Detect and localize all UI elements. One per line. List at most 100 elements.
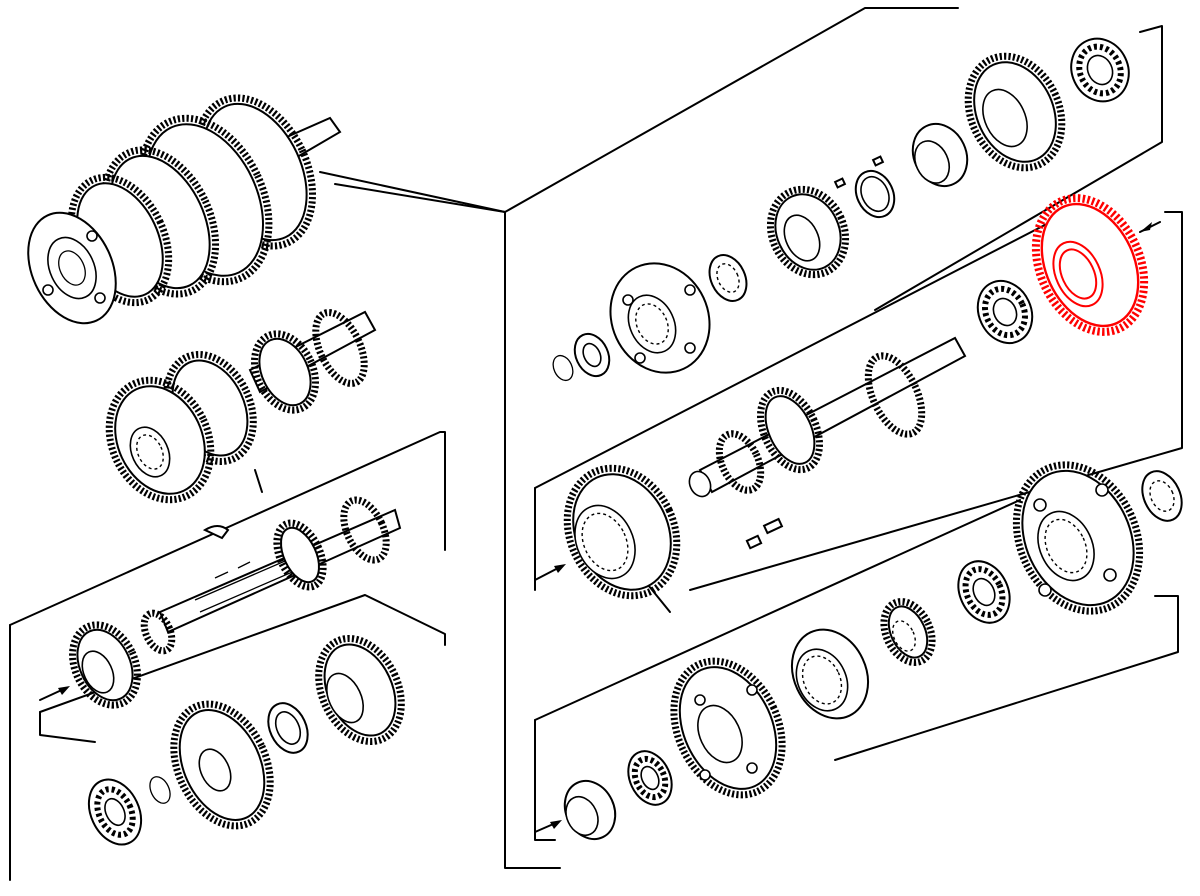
splined-washer-upper	[708, 254, 748, 302]
leader-line-assembly-2	[334, 183, 506, 213]
main-shaft-end	[688, 470, 712, 498]
flange-hole-1	[622, 294, 634, 306]
highlighted-gear[interactable]	[1015, 180, 1165, 349]
arrow-head-4	[550, 820, 562, 829]
gear-lower-mid-bore	[697, 704, 743, 764]
shift-collar-spline	[801, 655, 843, 705]
gear-lower-hole-2	[1095, 483, 1109, 497]
bushing-upper-bore	[913, 140, 951, 184]
arrow-head-2	[554, 564, 566, 573]
flange-hole-4	[684, 342, 696, 354]
circlip-upper	[552, 354, 574, 382]
countershaft-bore	[129, 426, 171, 478]
gear-lower-mid-hole-1	[694, 694, 706, 706]
right-middle-row	[563, 180, 1165, 600]
circlip-left	[149, 776, 171, 804]
gear-upper-right-bore	[982, 88, 1028, 148]
needle-bearing-middle-bore	[992, 297, 1018, 327]
synchronizer-bore	[574, 504, 636, 580]
countershaft-assembly	[105, 309, 377, 504]
gear-small-left-bore	[81, 650, 115, 694]
assembled-transmission	[27, 94, 342, 325]
shift-collar-bore	[795, 648, 849, 712]
assembly-gear-1-teeth	[193, 94, 317, 250]
arrow-head-3	[58, 686, 70, 695]
spacer-ring-bore	[274, 711, 302, 745]
main-shaft-body	[698, 336, 967, 494]
frame-top-edge	[504, 7, 959, 213]
detent-pin	[745, 534, 763, 550]
assembly-gear-4-teeth	[67, 173, 173, 307]
frame-middle-top-edge	[534, 211, 1071, 489]
output-shaft-body	[158, 508, 402, 634]
gear-lower-mid-hole-2	[746, 684, 758, 696]
synchronizer-spline	[581, 512, 629, 572]
gear-large-left-teeth	[170, 700, 274, 830]
flange-hub-bore	[627, 294, 677, 354]
main-shaft-small-spline	[715, 430, 765, 494]
arrow-head-1	[1140, 222, 1152, 232]
sleeve-gear-teeth	[880, 598, 936, 666]
gear-lower-right-spline	[1044, 518, 1088, 574]
gear-lower-mid-hole-3	[699, 769, 711, 781]
gear-large-left-bore	[198, 748, 232, 792]
main-shaft-gear-teeth	[756, 386, 824, 474]
output-shaft-gear-teeth	[273, 519, 327, 591]
output-shaft-spline	[340, 496, 390, 564]
highlighted-gear-inner-ring[interactable]	[1053, 244, 1104, 305]
assembly-hub-center	[58, 250, 86, 286]
needle-bearing-bottom-bore	[640, 765, 660, 791]
countershaft-spline-teeth	[312, 309, 368, 387]
assembly-hub-bore	[47, 236, 97, 300]
leader-line-shaft	[254, 469, 263, 493]
synchro-upper-bore	[783, 214, 821, 262]
main-shaft-spline	[864, 352, 926, 438]
assembly-hub-hole-3	[94, 292, 106, 304]
output-shaft-slot-2	[237, 561, 251, 569]
gear-lower-right-bore	[1037, 510, 1095, 582]
leader-line-assembly	[319, 171, 506, 213]
frame-lower-top-edge	[534, 499, 1021, 721]
highlighted-gear-teeth[interactable]	[1015, 180, 1165, 349]
gear-right-left-teeth	[315, 634, 405, 746]
frame-bottom-left-bracket	[39, 711, 96, 743]
countershaft-gear-small-teeth	[251, 330, 319, 414]
gear-lower-mid-hole-4	[746, 762, 758, 774]
needle-bearing-middle-rollers	[982, 285, 1028, 339]
splined-washer-lower	[1141, 470, 1183, 522]
frame-lower-left-edge	[534, 719, 556, 841]
ring-upper-bore	[860, 175, 890, 213]
synchro-upper-teeth	[766, 185, 850, 279]
detent-spring	[762, 517, 784, 535]
bushing-lower-bore	[565, 795, 599, 837]
gear-lower-hole-4	[1103, 568, 1117, 582]
countershaft-gear-large-teeth	[105, 376, 215, 504]
gear-upper-right-teeth	[964, 52, 1066, 172]
frame-upper-right-panel	[874, 25, 1163, 311]
flange-hole-2	[684, 284, 696, 296]
splined-washer-lower-teeth	[1149, 480, 1175, 512]
countershaft-inner-spline	[136, 434, 164, 470]
gear-lower-right-teeth	[1012, 461, 1144, 615]
gear-right-left-bore	[326, 672, 364, 724]
gear-lower-hole-1	[1033, 498, 1047, 512]
needle-bearing-lower-bore	[972, 577, 996, 607]
right-lower-row	[563, 461, 1183, 841]
frame-lines	[9, 7, 1183, 881]
synchronizer-teeth	[563, 464, 681, 600]
right-upper-row	[552, 37, 1130, 382]
woodruff-key	[202, 525, 230, 540]
flange-hole-3	[634, 352, 646, 364]
output-shaft-gear	[280, 526, 320, 584]
pin-2	[871, 155, 885, 167]
frame-left-edge	[504, 211, 561, 869]
needle-bearing-lower-rollers	[962, 566, 1006, 618]
sleeve-gear	[887, 605, 929, 659]
output-shaft-end-spline	[140, 609, 176, 655]
frame-middle-right-panel	[689, 211, 1183, 591]
output-shaft-slot-1	[214, 571, 229, 579]
bearing-left-bore	[104, 797, 126, 827]
sleeve-gear-spline	[891, 620, 917, 652]
